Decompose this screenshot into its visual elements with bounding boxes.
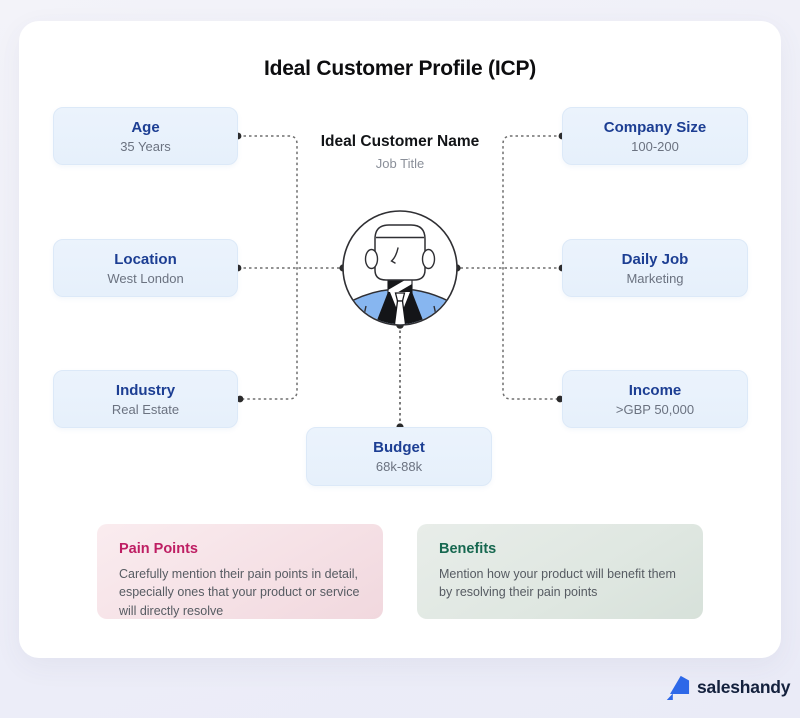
- attr-box-company-size: Company Size 100-200: [562, 107, 748, 165]
- page-title: Ideal Customer Profile (ICP): [263, 57, 537, 80]
- attr-label: Location: [114, 250, 177, 268]
- attr-label: Daily Job: [621, 250, 689, 268]
- attr-value: Marketing: [626, 270, 684, 286]
- attr-box-location: Location West London: [53, 239, 238, 297]
- attr-box-age: Age 35 Years: [53, 107, 238, 165]
- attr-label: Income: [628, 381, 682, 399]
- attr-value: 35 Years: [120, 138, 171, 154]
- pain-points-title: Pain Points: [119, 541, 198, 557]
- brand-footer: saleshandy: [664, 671, 791, 703]
- attr-box-industry: Industry Real Estate: [53, 370, 238, 428]
- saleshandy-logo-icon: [666, 675, 690, 700]
- customer-job-title: Job Title: [375, 156, 425, 171]
- attr-box-income: Income >GBP 50,000: [562, 370, 748, 428]
- attr-value: Real Estate: [111, 401, 180, 417]
- attr-label: Company Size: [603, 118, 707, 136]
- attr-box-budget: Budget 68k-88k: [306, 427, 492, 486]
- benefits-body: Mention how your product will benefit th…: [439, 567, 676, 600]
- attr-value: 68k-88k: [375, 459, 423, 474]
- attr-box-daily-job: Daily Job Marketing: [562, 239, 748, 297]
- attr-value: West London: [107, 270, 184, 286]
- pain-points-card: Pain Points Carefully mention their pain…: [97, 524, 383, 619]
- attr-label: Budget: [373, 439, 425, 456]
- attr-label: Industry: [115, 381, 176, 399]
- attr-label: Age: [131, 118, 160, 136]
- customer-avatar-icon: [342, 210, 458, 326]
- attr-value: >GBP 50,000: [615, 401, 695, 417]
- attr-value: 100-200: [631, 138, 679, 154]
- pain-points-body: Carefully mention their pain points in d…: [119, 567, 360, 618]
- benefits-card: Benefits Mention how your product will b…: [417, 524, 703, 619]
- customer-name: Ideal Customer Name: [320, 133, 480, 150]
- brand-name: saleshandy: [697, 676, 791, 697]
- benefits-title: Benefits: [439, 541, 497, 557]
